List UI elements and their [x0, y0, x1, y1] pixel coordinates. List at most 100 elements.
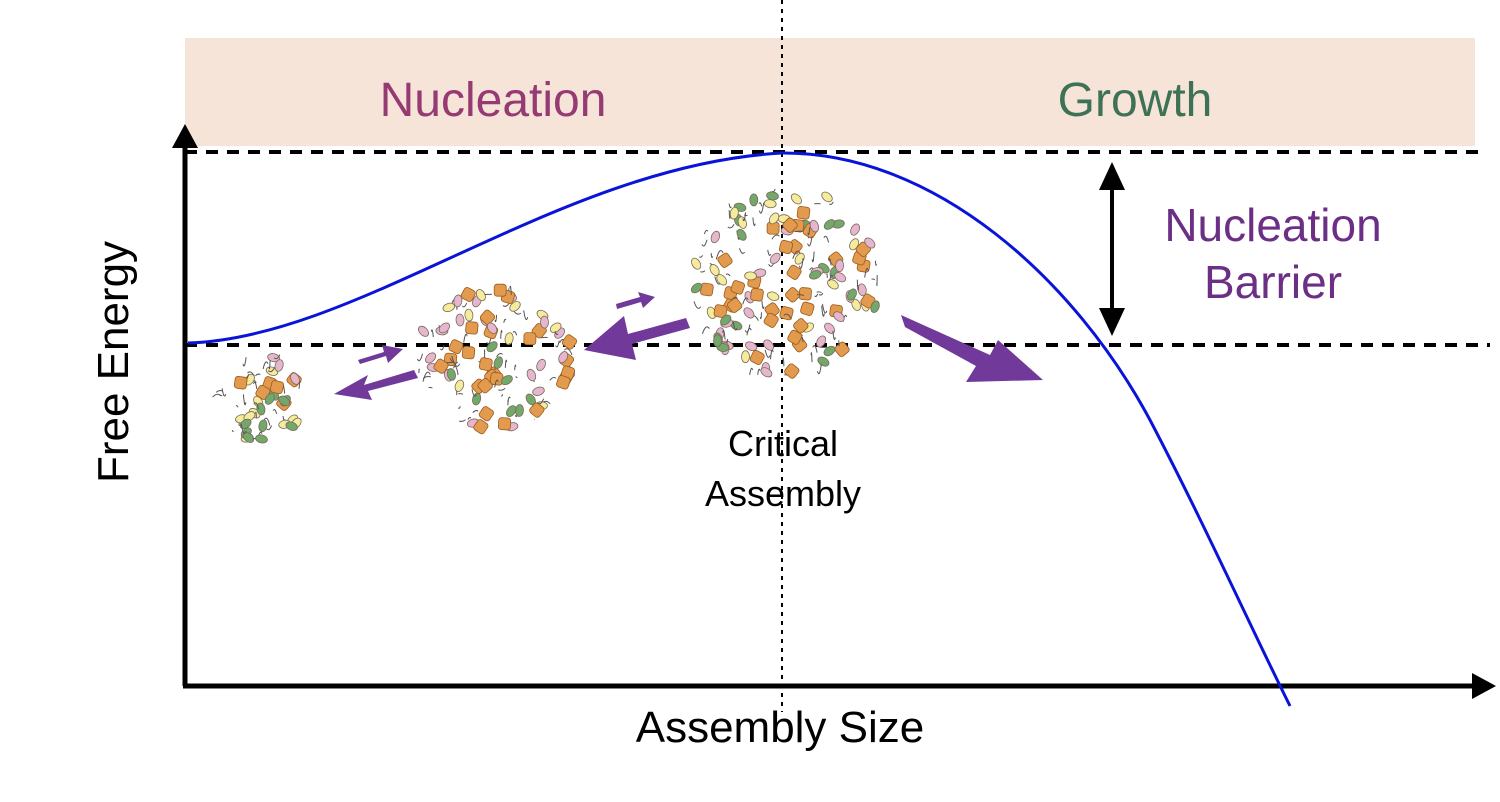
fiber-strand — [700, 270, 706, 273]
fiber-strand — [272, 409, 278, 415]
orange-particle — [233, 375, 248, 390]
fiber-strand — [818, 292, 824, 296]
pink-particle — [453, 294, 463, 308]
yellow-particle — [442, 302, 456, 313]
pink-particle — [540, 315, 549, 329]
fiber-strand — [263, 417, 271, 426]
pink-particle — [486, 322, 498, 334]
fiber-strand — [709, 262, 713, 265]
fiber-strand — [726, 338, 729, 344]
green-particle — [870, 300, 880, 313]
fiber-strand — [247, 371, 255, 377]
fiber-strand — [273, 354, 281, 360]
fiber-strand — [235, 405, 239, 408]
barrier-label-line1: Nucleation — [1164, 199, 1381, 251]
fiber-strand — [255, 373, 261, 377]
orange-particle — [477, 378, 493, 394]
green-particle — [500, 375, 513, 386]
orange-particle — [460, 287, 476, 302]
fiber-strand — [810, 352, 813, 363]
yellow-particle — [549, 322, 562, 333]
fiber-strand — [758, 202, 765, 214]
small-reverse-arrow — [334, 370, 418, 400]
orange-particle — [493, 283, 507, 297]
fiber-strand — [749, 367, 754, 375]
fiber-strand — [255, 411, 257, 419]
fiber-strand — [457, 405, 461, 409]
orange-particle — [717, 252, 733, 268]
green-particle — [809, 270, 822, 280]
green-particle — [736, 228, 747, 241]
fiber-strand — [798, 258, 804, 269]
fiber-strand — [536, 398, 545, 405]
pink-particle — [816, 335, 827, 348]
fiber-strand — [472, 410, 479, 414]
fiber-strand — [502, 303, 510, 307]
fiber-strand — [422, 371, 431, 382]
fiber-strand — [253, 402, 260, 410]
fiber-strand — [458, 393, 464, 395]
pink-particle — [763, 339, 774, 351]
fiber-strand — [240, 423, 247, 434]
fiber-strand — [742, 212, 747, 222]
yellow-particle — [763, 199, 777, 209]
fiber-strand — [817, 363, 822, 375]
growth-phase-label: Growth — [1058, 74, 1213, 127]
green-particle — [285, 421, 298, 431]
fiber-strand — [267, 367, 276, 373]
fiber-strand — [710, 252, 714, 259]
fiber-strand — [509, 285, 512, 295]
yellow-particle — [509, 301, 521, 312]
fiber-strand — [816, 291, 822, 294]
pink-particle — [744, 341, 758, 351]
fiber-strand — [864, 268, 869, 278]
fiber-strand — [549, 376, 557, 381]
green-particle — [264, 392, 275, 405]
yellow-particle — [729, 206, 739, 220]
fiber-strand — [742, 297, 749, 305]
fiber-strand — [554, 331, 559, 336]
green-particle — [766, 191, 779, 201]
small-forward-arrow — [358, 345, 403, 364]
green-particle — [515, 404, 524, 417]
fiber-strand — [471, 389, 477, 397]
fiber-strand — [494, 314, 498, 323]
green-particle — [823, 219, 836, 230]
fiber-strand — [744, 324, 751, 333]
orange-particle — [779, 306, 794, 321]
fiber-strand — [758, 202, 763, 207]
green-particle — [486, 341, 498, 353]
pink-particle — [455, 313, 465, 327]
green-particle — [256, 402, 266, 416]
orange-particle — [497, 417, 512, 431]
fiber-strand — [559, 339, 565, 344]
fiber-strand — [764, 349, 771, 358]
orange-particle — [730, 280, 746, 295]
orange-particle — [793, 318, 809, 334]
fiber-strand — [212, 393, 221, 398]
orange-particle — [270, 380, 284, 395]
critical-label-line1: Critical — [728, 423, 838, 464]
orange-particle — [727, 297, 743, 314]
x-axis-label: Assembly Size — [636, 703, 925, 752]
critical-label-line2: Assembly — [705, 473, 861, 514]
yellow-particle — [821, 191, 833, 203]
fiber-strand — [796, 294, 805, 296]
orange-particle — [784, 363, 800, 379]
fiber-strand — [215, 390, 223, 393]
fiber-strand — [461, 302, 468, 308]
fiber-strand — [801, 336, 804, 342]
pink-particle — [864, 237, 876, 249]
fiber-strand — [494, 379, 499, 388]
y-axis-label: Free Energy — [89, 241, 138, 483]
orange-particle — [465, 321, 479, 335]
fiber-strand — [771, 234, 780, 240]
yellow-particle — [709, 264, 720, 276]
fiber-strand — [242, 394, 247, 406]
fiber-strand — [512, 331, 518, 336]
fiber-strand — [732, 322, 738, 331]
fiber-strand — [772, 188, 776, 193]
pink-particle — [833, 311, 845, 322]
orange-particle — [478, 406, 494, 422]
